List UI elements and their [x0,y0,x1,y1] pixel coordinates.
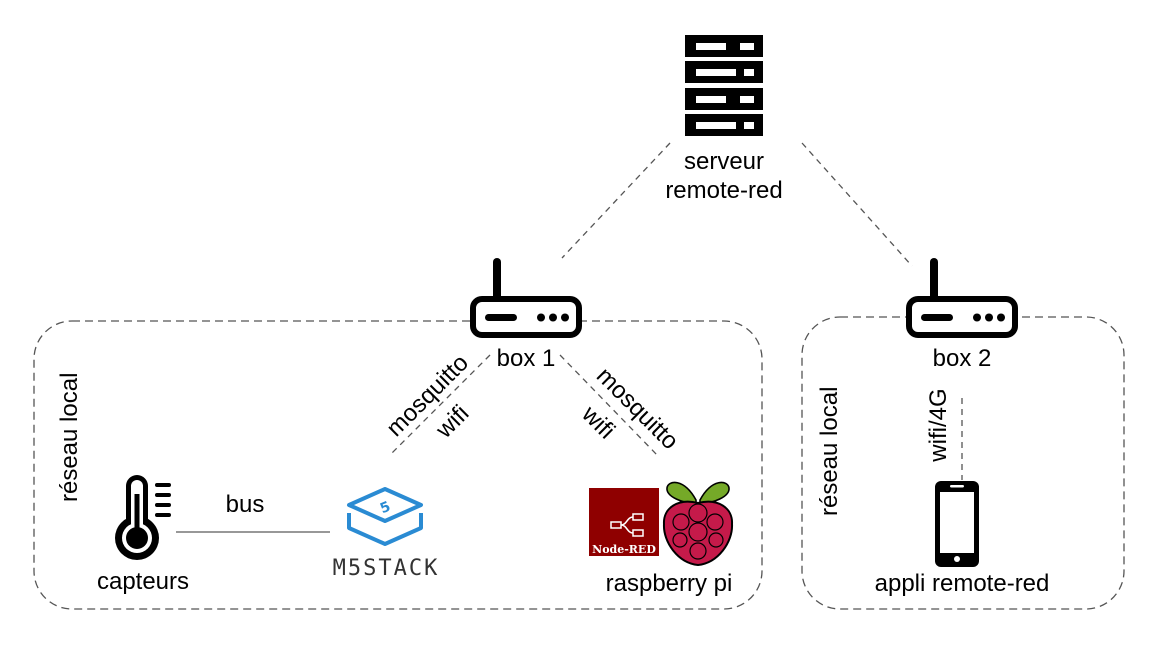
m5stack-wordmark: M5STACK [333,556,440,581]
link-box1-m5stack [390,354,491,455]
network2-label: réseau local [816,386,843,516]
m5stack-logo: 5 M5STACK [333,487,440,581]
network1-label: réseau local [56,372,83,502]
phone-app-label: appli remote-red [874,570,1050,597]
raspberry-pi-logo [662,481,734,567]
raspberry-label: raspberry pi [605,570,733,597]
thermometer-icon [115,475,171,560]
box2-label: box 2 [932,345,992,372]
local-network-zone-1 [33,320,763,610]
link-box1-raspberry [559,354,660,458]
smartphone-icon [935,481,979,567]
phone-link-label: wifi/4G [925,388,952,462]
server-label-line2: remote-red [665,177,783,204]
sensor-bus-label: bus [225,491,265,518]
server-label-line1: serveur [683,148,765,175]
server-icon [685,35,763,136]
link-server-box2 [801,142,913,267]
router-box2-icon [906,258,1018,338]
link-server-box1 [561,142,671,259]
sensors-label: capteurs [96,568,190,595]
nodered-logo: Node-RED [589,488,659,556]
nodered-wordmark: Node-RED [592,543,656,556]
router-box1-icon [470,258,582,338]
box1-label: box 1 [496,345,556,372]
